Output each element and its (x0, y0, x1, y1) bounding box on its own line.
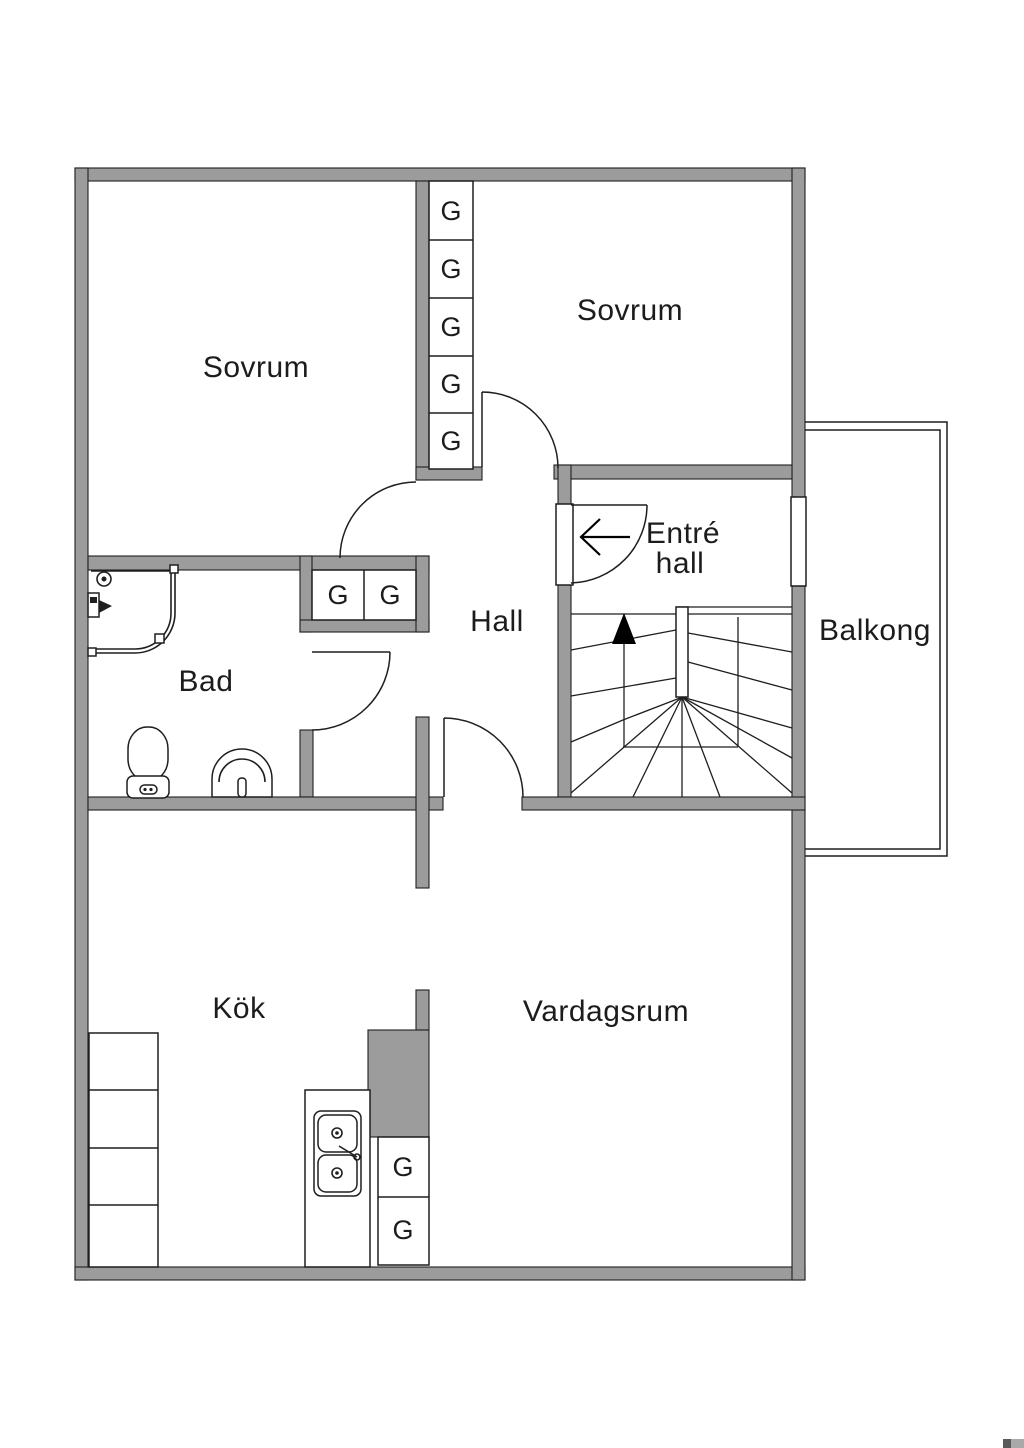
room-label-kok: Kök (212, 992, 266, 1025)
wall-bad-closet-right (415, 555, 430, 633)
wall-entre-left-upper (557, 464, 572, 506)
closet-label: G (327, 580, 348, 610)
stairs-center-wall (675, 606, 689, 698)
room-label-vardagsrum: Vardagsrum (523, 995, 689, 1028)
room-label-balkong: Balkong (819, 614, 931, 647)
outer-walls (74, 167, 806, 1281)
wall-sovrum1-bottom (87, 555, 430, 571)
wall-bad-right-stub (299, 729, 314, 798)
wall-right-lower (791, 585, 806, 1281)
room-label-bad: Bad (179, 665, 234, 698)
hall-wardrobe-column: G G G G G (428, 180, 474, 470)
wall-bad-closet-bottom (299, 619, 430, 633)
kitchen-sink-icon (313, 1110, 362, 1197)
wall-wardrobe-left (415, 180, 430, 481)
entrance-arrow-icon (579, 518, 630, 556)
wall-kitchen-block (367, 1029, 430, 1138)
closet-label: G (379, 580, 400, 610)
door-sovrum-1 (339, 481, 417, 559)
room-label-sovrum-2: Sovrum (577, 294, 683, 327)
door-sovrum-2 (481, 391, 559, 469)
shower-icon (87, 564, 179, 657)
sink-icon (211, 748, 273, 798)
room-label-entre-hall-line2: hall (656, 547, 705, 580)
wall-stairs-bottom (521, 796, 806, 811)
stairs (570, 606, 793, 798)
kitchen-wardrobe-pair: G G (377, 1136, 430, 1266)
door-entrance (570, 504, 648, 584)
wall-bottom (74, 1266, 806, 1281)
closet-label: G (440, 312, 461, 342)
wall-bad-bottom (87, 796, 444, 811)
closet-label: G (440, 254, 461, 284)
wall-kitchen-divider (415, 716, 430, 889)
wall-right-upper (791, 167, 806, 498)
balcony-doorway (790, 496, 807, 587)
balcony-railing (805, 421, 948, 857)
bad-wardrobe-pair: G G (311, 569, 417, 621)
closet-label: G (392, 1152, 413, 1182)
wall-stairs-left (557, 583, 572, 798)
room-labels: Sovrum Sovrum Hall Entré hall Balkong Ba… (179, 294, 931, 1028)
room-label-entre-hall-line1: Entré (646, 517, 720, 550)
door-vardagsrum (443, 717, 524, 798)
door-bad (311, 651, 391, 731)
closet-label: G (440, 369, 461, 399)
kitchen-cabinets (88, 1032, 159, 1268)
wall-kitchen-stub (415, 989, 430, 1031)
wall-top (74, 167, 806, 182)
inner-walls (87, 180, 806, 1138)
closet-label: G (440, 196, 461, 226)
closet-label: G (440, 426, 461, 456)
entrance-doorway (555, 503, 574, 586)
room-label-sovrum-1: Sovrum (203, 351, 309, 384)
corner-watermark (1003, 1439, 1024, 1448)
closet-label: G (392, 1215, 413, 1245)
stairs-up-arrow-icon (612, 613, 636, 644)
toilet-icon (126, 726, 170, 799)
doors (311, 391, 648, 798)
wall-left (74, 167, 89, 1281)
wall-sovrum2-bottom (553, 464, 793, 480)
room-label-hall: Hall (470, 605, 524, 638)
